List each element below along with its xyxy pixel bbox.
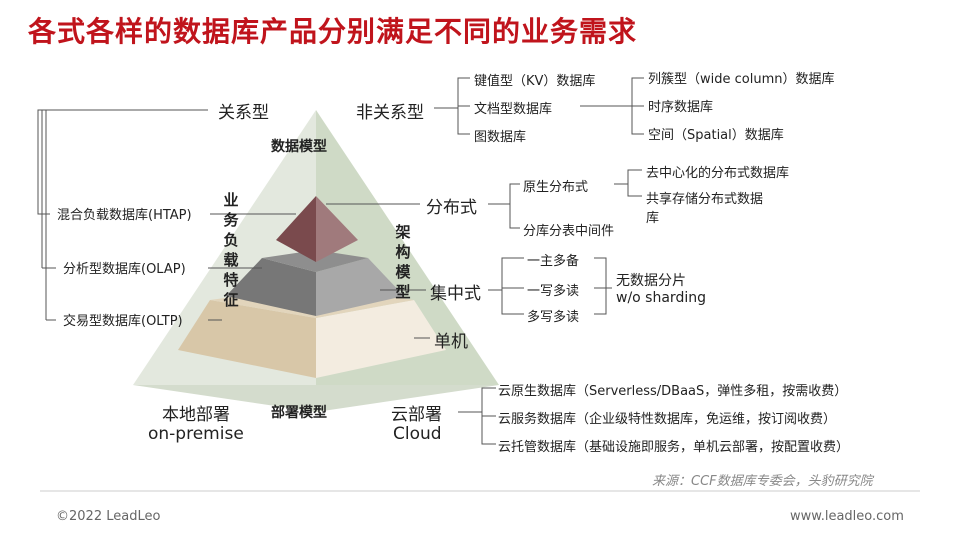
native-sub-shared-storage-cont: 库 [646,211,660,226]
layer-top-right [316,196,358,262]
onprem-en-label: on-premise [148,424,244,444]
layer-middle-left [226,258,316,316]
nosql-sub-spatial: 空间（Spatial）数据库 [648,128,784,143]
onprem-cn-label: 本地部署 [162,405,230,425]
cloud-cn-label: 云部署 [391,405,442,425]
layer-top-left [276,196,316,262]
centralized-multi-write: 多写多读 [527,310,580,325]
centralized-label: 集中式 [430,284,481,304]
native-sub-shared-storage: 共享存储分布式数据 [646,192,764,207]
native-distributed-label: 原生分布式 [523,180,589,195]
layer-bottom-right [316,300,446,378]
native-sub-decentralized: 去中心化的分布式数据库 [646,166,790,181]
htap-label: 混合负载数据库(HTAP) [57,208,192,223]
sharding-middleware-label: 分库分表中间件 [523,224,615,239]
nosql-type-kv: 键值型（KV）数据库 [474,74,596,89]
page-title: 各式各样的数据库产品分别满足不同的业务需求 [28,15,638,48]
standalone-label: 单机 [434,332,468,352]
no-sharding-cn: 无数据分片 [616,273,686,289]
relational-bracket [37,109,208,215]
nosql-type-document: 文档型数据库 [474,102,553,117]
layer-middle-right [316,258,404,316]
cloud-native-db: 云原生数据库（Serverless/DBaaS，弹性多租，按需收费） [498,384,848,399]
cloud-service-db: 云服务数据库（企业级特性数据库，免运维，按订阅收费） [498,412,837,427]
relational-label: 关系型 [218,103,269,123]
nosql-sub-widecolumn: 列簇型（wide column）数据库 [648,72,835,87]
no-sharding-en: w/o sharding [616,290,706,306]
pyramid-top-label: 数据模型 [271,139,327,155]
footer-copyright: ©2022 LeadLeo [56,509,161,524]
pyramid-left-side-label: 业务负载特征 [223,191,239,309]
nosql-type-graph: 图数据库 [474,130,527,145]
pyramid-base [133,385,499,412]
cloud-en-label: Cloud [393,424,442,444]
footer-website[interactable]: www.leadleo.com [790,509,904,524]
pyramid-bottom-label: 部署模型 [271,405,327,421]
cloud-hosted-db: 云托管数据库（基础设施即服务，单机云部署，按配置收费） [498,440,850,455]
distributed-label: 分布式 [426,198,477,218]
source-note: 来源：CCF数据库专委会，头豹研究院 [652,474,873,489]
centralized-one-primary: 一主多备 [527,254,580,269]
nonrelational-label: 非关系型 [356,103,424,123]
pyramid-right-side-label: 架构模型 [395,223,411,301]
olap-label: 分析型数据库(OLAP) [63,262,186,277]
oltp-label: 交易型数据库(OLTP) [63,314,183,329]
nosql-sub-timeseries: 时序数据库 [648,100,714,115]
centralized-one-write: 一写多读 [527,284,580,299]
